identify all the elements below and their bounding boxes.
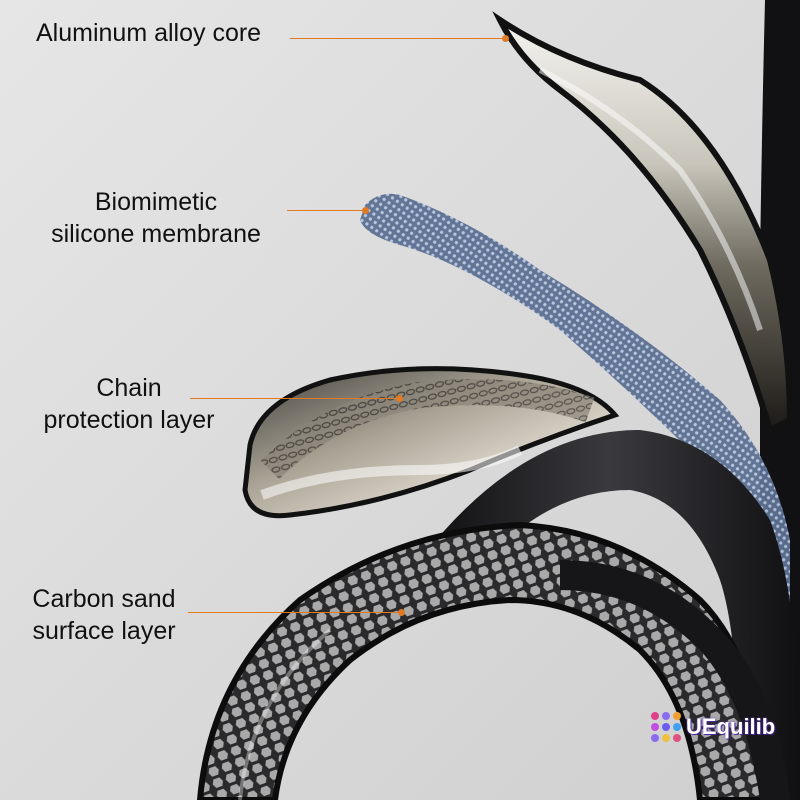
leader-line-membrane: [287, 210, 363, 211]
label-line: surface layer: [32, 617, 176, 645]
black-front-strap: [560, 560, 790, 800]
label-line: protection layer: [43, 406, 215, 434]
leader-line-chain: [190, 398, 398, 399]
watermark-dot: [662, 734, 670, 742]
leader-line-core: [290, 38, 502, 39]
watermark-dot: [673, 723, 681, 731]
silicone-membrane-mesh: [360, 193, 790, 610]
watermark-text: UEquilib: [686, 714, 776, 739]
watermark-dot: [651, 723, 659, 731]
watermark-dots-icon: [651, 712, 681, 742]
label-line: Biomimetic: [94, 188, 218, 216]
watermark-dot: [673, 712, 681, 720]
aluminum-core-strap: [492, 11, 794, 435]
label-silicone-membrane: Biomimetic silicone membrane: [40, 186, 272, 250]
label-chain-protection: Chain protection layer: [34, 372, 224, 436]
label-line: Carbon sand: [32, 585, 176, 613]
watermark-dot: [673, 734, 681, 742]
watermark-dot: [662, 712, 670, 720]
watermark-dot: [662, 723, 670, 731]
leader-dot-chain: [396, 395, 403, 402]
label-aluminum-core: Aluminum alloy core: [36, 19, 262, 47]
leader-dot-carbon: [398, 609, 405, 616]
leader-line-carbon: [188, 612, 400, 613]
label-carbon-sand: Carbon sand surface layer: [26, 583, 182, 647]
label-line: silicone membrane: [51, 220, 261, 248]
watermark-dot: [651, 712, 659, 720]
watermark-logo: UEquilib: [651, 712, 775, 742]
leader-dot-membrane: [362, 207, 369, 214]
leader-dot-core: [502, 35, 509, 42]
watermark-dot: [651, 734, 659, 742]
label-line: Chain: [96, 374, 162, 402]
